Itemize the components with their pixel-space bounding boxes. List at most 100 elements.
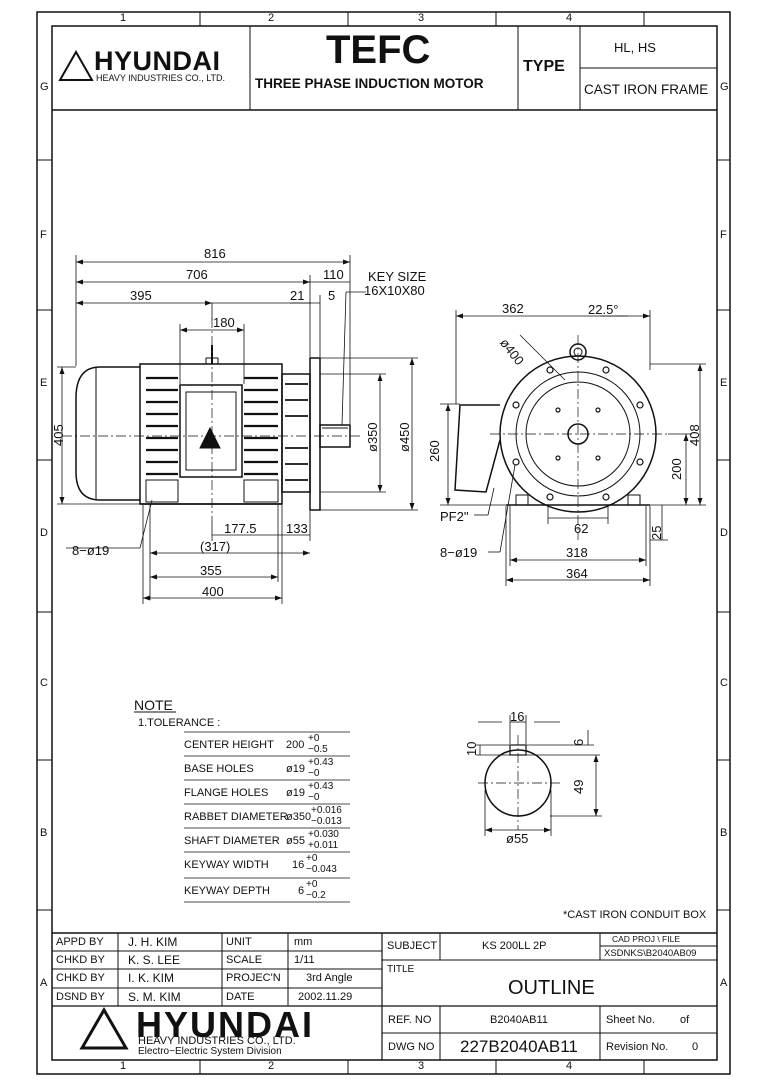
header-frame: CAST IRON FRAME [584, 82, 709, 97]
tol-row-lower: −0.2 [306, 890, 326, 901]
chkd2-label: CHKD BY [56, 972, 105, 984]
side-holes-label: 8−ø19 [72, 543, 110, 558]
sheet-of: of [680, 1014, 690, 1026]
header-company-name: HYUNDAI [94, 46, 221, 76]
tol-row-lower: −0.5 [308, 744, 328, 755]
dim-5: 5 [328, 288, 336, 303]
dim-25: 25 [649, 525, 664, 540]
zone-row-g-left: G [40, 81, 49, 93]
dim-180: 180 [213, 315, 235, 330]
tol-row-value: 6 [298, 885, 305, 897]
header-type-label: TYPE [523, 58, 565, 75]
key-size-label: KEY SIZE [368, 269, 427, 284]
revision-label: Revision No. [606, 1041, 669, 1053]
zone-col-2-bottom: 2 [268, 1060, 275, 1072]
tol-row-label: KEYWAY DEPTH [184, 885, 270, 897]
dim-key-16: 16 [510, 709, 525, 724]
title-value: OUTLINE [508, 977, 595, 999]
tol-row-value: 16 [292, 859, 305, 871]
conduit-box-note: *CAST IRON CONDUIT BOX [563, 909, 707, 921]
dim-177-5: 177.5 [224, 521, 257, 536]
zone-col-3-top: 3 [418, 12, 425, 24]
dsnd-value: S. M. KIM [128, 990, 181, 1004]
zone-row-b-left: B [40, 827, 48, 839]
dwg-label: DWG NO [388, 1041, 435, 1053]
title-block-company-sub1: HEAVY INDUSTRIES CO., LTD. [138, 1035, 296, 1047]
tol-row-label: CENTER HEIGHT [184, 739, 274, 751]
tol-row-lower: −0.043 [306, 864, 337, 875]
tol-row-label: RABBET DIAMETER [184, 811, 288, 823]
date-label: DATE [226, 991, 255, 1003]
dsnd-label: DSND BY [56, 991, 105, 1003]
tol-row-upper: +0.43 [308, 781, 334, 792]
subject-value: KS 200LL 2P [482, 940, 547, 952]
note-tolerance-label: 1.TOLERANCE : [138, 717, 221, 729]
revision-value: 0 [692, 1041, 699, 1053]
header-type-value: HL, HS [614, 40, 656, 55]
ref-value: B2040AB11 [490, 1014, 548, 1026]
dim-364: 364 [566, 566, 588, 581]
dim-200: 200 [669, 458, 684, 480]
ref-label: REF. NO [388, 1014, 432, 1026]
tol-row-lower: −0.013 [311, 816, 342, 827]
dim-260: 260 [427, 440, 442, 462]
dim-408: 408 [687, 424, 702, 446]
zone-row-f-left: F [40, 229, 47, 241]
dim-400: 400 [202, 584, 224, 599]
zone-row-a-left: A [40, 977, 48, 989]
dim-key-10: 10 [464, 741, 479, 756]
zone-col-2-top: 2 [268, 12, 275, 24]
scale-value: 1/11 [294, 954, 315, 966]
dim-rabbet-350: ø350 [365, 422, 380, 452]
key-size-value: 16X10X80 [364, 283, 425, 298]
zone-row-e-left: E [40, 377, 48, 389]
zone-col-1-top: 1 [120, 12, 127, 24]
front-holes-label: 8−ø19 [440, 545, 478, 560]
unit-label: UNIT [226, 936, 252, 948]
tol-row-label: KEYWAY WIDTH [184, 859, 269, 871]
header-subtitle: THREE PHASE INDUCTION MOTOR [255, 76, 484, 91]
scale-label: SCALE [226, 954, 263, 966]
dim-706: 706 [186, 267, 208, 282]
tol-row-value: ø350 [286, 811, 312, 823]
header-title: TEFC [326, 28, 431, 72]
cad-value: XSDNKS\B2040AB09 [604, 948, 697, 959]
dim-key-6: 6 [571, 738, 586, 746]
zone-row-d-left: D [40, 527, 48, 539]
dim-816: 816 [204, 246, 226, 261]
tol-row-value: ø55 [286, 835, 305, 847]
zone-col-4-bottom: 4 [566, 1060, 573, 1072]
dwg-value: 227B2040AB11 [460, 1037, 578, 1056]
dim-key-49: 49 [571, 779, 586, 794]
cad-label: CAD PROJ \ FILE [612, 934, 681, 944]
tol-row-upper: +0 [306, 879, 318, 890]
dim-395: 395 [130, 288, 152, 303]
zone-row-c-left: C [40, 677, 48, 689]
zone-row-f-right: F [720, 229, 727, 241]
dim-flange-450: ø450 [397, 422, 412, 452]
zone-col-4-top: 4 [566, 12, 573, 24]
tol-row-upper: +0 [306, 853, 318, 864]
zone-col-3-bottom: 3 [418, 1060, 425, 1072]
zone-row-c-right: C [720, 677, 728, 689]
title-label: TITLE [387, 964, 415, 975]
tol-row-upper: +0.016 [311, 805, 342, 816]
dim-317: (317) [200, 539, 231, 554]
tol-row-value: 200 [286, 739, 305, 751]
dim-110: 110 [323, 267, 344, 282]
tol-row-lower: +0.011 [308, 840, 339, 851]
title-block-company: HYUNDAI [136, 1004, 315, 1045]
tol-row-label: BASE HOLES [184, 763, 254, 775]
zone-row-d-right: D [720, 527, 728, 539]
title-block-company-sub2: Electro−Electric System Division [138, 1046, 282, 1057]
tol-row-upper: +0.43 [308, 757, 334, 768]
chkd1-label: CHKD BY [56, 954, 105, 966]
zone-row-g-right: G [720, 81, 729, 93]
dim-318: 318 [566, 545, 588, 560]
zone-row-b-right: B [720, 827, 728, 839]
tol-row-upper: +0.030 [308, 829, 339, 840]
projection-label: PROJEC'N [226, 972, 281, 984]
tol-row-upper: +0 [308, 733, 320, 744]
appd-value: J. H. KIM [128, 935, 178, 949]
